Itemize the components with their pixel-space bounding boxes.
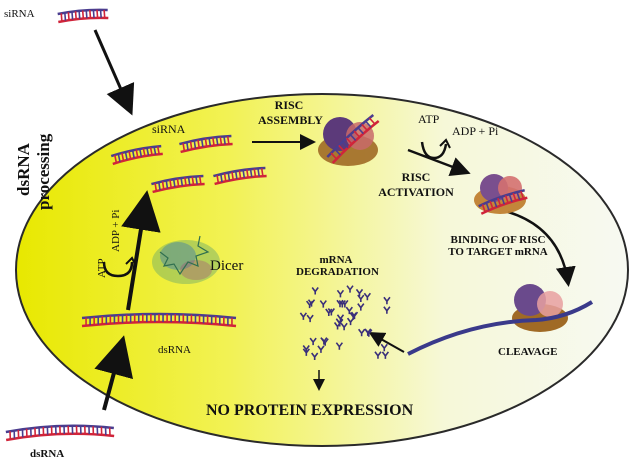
mrna-fragment: [311, 287, 319, 295]
mrna-fragment: [357, 303, 365, 311]
mrna-fragment: [381, 351, 390, 359]
sirna-in-risc-rna: [326, 114, 380, 164]
label-sirna-outside: siRNA: [4, 8, 35, 20]
mrna-fragment: [346, 285, 354, 293]
dsrna-inside-rna: [81, 312, 237, 328]
mrna-fragments: [299, 285, 391, 360]
mrna-fragment: [383, 306, 391, 314]
mrna-fragment: [338, 300, 346, 308]
sirna-outside-rna: [57, 8, 109, 24]
mrna-fragment: [357, 294, 365, 303]
mrna-fragment: [358, 328, 366, 337]
mrna-fragment: [299, 312, 308, 320]
sirna-activated-rna: [478, 189, 528, 215]
mrna-fragment: [327, 308, 335, 316]
label-adp-pi-left: ADP + Pi: [110, 209, 122, 252]
label-binding: BINDING OF RISC TO TARGET mRNA: [448, 234, 548, 258]
mrna-fragment: [364, 328, 372, 336]
label-atp-left: ATP: [96, 258, 108, 278]
mrna-fragment: [346, 317, 355, 326]
label-dsrna-inside: dsRNA: [158, 344, 192, 356]
dsrna-entry-arrow: [94, 335, 134, 411]
target-mrna: [407, 300, 594, 356]
label-cleavage: CLEAVAGE: [498, 346, 558, 358]
sirna-fragment-3-rna: [151, 174, 205, 194]
mrna-fragment: [320, 337, 328, 345]
mrna-fragment: [336, 299, 344, 308]
mrna-fragment: [309, 337, 317, 346]
binding-arrow: [507, 210, 576, 287]
dicer-icon: [152, 235, 220, 284]
mrna-fragment: [374, 351, 382, 359]
sirna-fragment-2-rna: [179, 134, 233, 154]
mrna-fragment: [383, 296, 391, 305]
label-risc-assembly: RISC ASSEMBLY: [258, 98, 323, 127]
mrna-fragment: [355, 288, 364, 297]
mrna-fragment: [340, 322, 348, 331]
label-atp-right: ATP: [418, 112, 440, 126]
label-sirna-inside: siRNA: [152, 122, 186, 136]
risc-activation-arrow: [407, 148, 471, 177]
mrna-fragment: [311, 352, 319, 360]
mrna-fragment: [335, 318, 343, 326]
mrna-fragment: [335, 342, 344, 350]
label-adp-pi-right: ADP + Pi: [452, 124, 499, 138]
mrna-fragment: [302, 348, 310, 356]
mrna-fragment: [336, 314, 345, 322]
mrna-fragment: [336, 289, 345, 298]
mrna-fragment: [306, 314, 314, 323]
atp-cycle-right-icon: [420, 141, 448, 160]
mrna-fragment: [325, 308, 333, 317]
label-mrna-degradation: mRNA DEGRADATION: [296, 254, 379, 278]
mrna-fragment: [319, 300, 327, 308]
label-dicer: Dicer: [210, 258, 244, 274]
mrna-fragment: [350, 311, 359, 320]
mrna-fragment: [317, 345, 325, 353]
label-dsrna-outside: dsRNA: [30, 448, 65, 460]
cell-body: [15, 93, 629, 447]
mrna-fragment: [380, 343, 388, 352]
mrna-fragment: [307, 299, 316, 307]
label-dsrna-processing: dsRNA processing: [14, 133, 53, 210]
mrna-fragment: [363, 292, 371, 301]
atp-cycle-left-icon: [102, 261, 134, 278]
sirna-fragment-4-rna: [213, 166, 267, 186]
processing-arrow: [121, 190, 161, 311]
mrna-fragment: [345, 306, 353, 315]
degradation-arrow: [368, 332, 405, 353]
sirna-fragment-1-rna: [110, 144, 163, 166]
label-no-protein-expression: NO PROTEIN EXPRESSION: [206, 402, 414, 419]
label-risc-activation: RISC ACTIVATION: [378, 170, 454, 199]
sirna-entry-arrow: [93, 29, 135, 116]
dsrna-outside-rna: [5, 424, 115, 442]
